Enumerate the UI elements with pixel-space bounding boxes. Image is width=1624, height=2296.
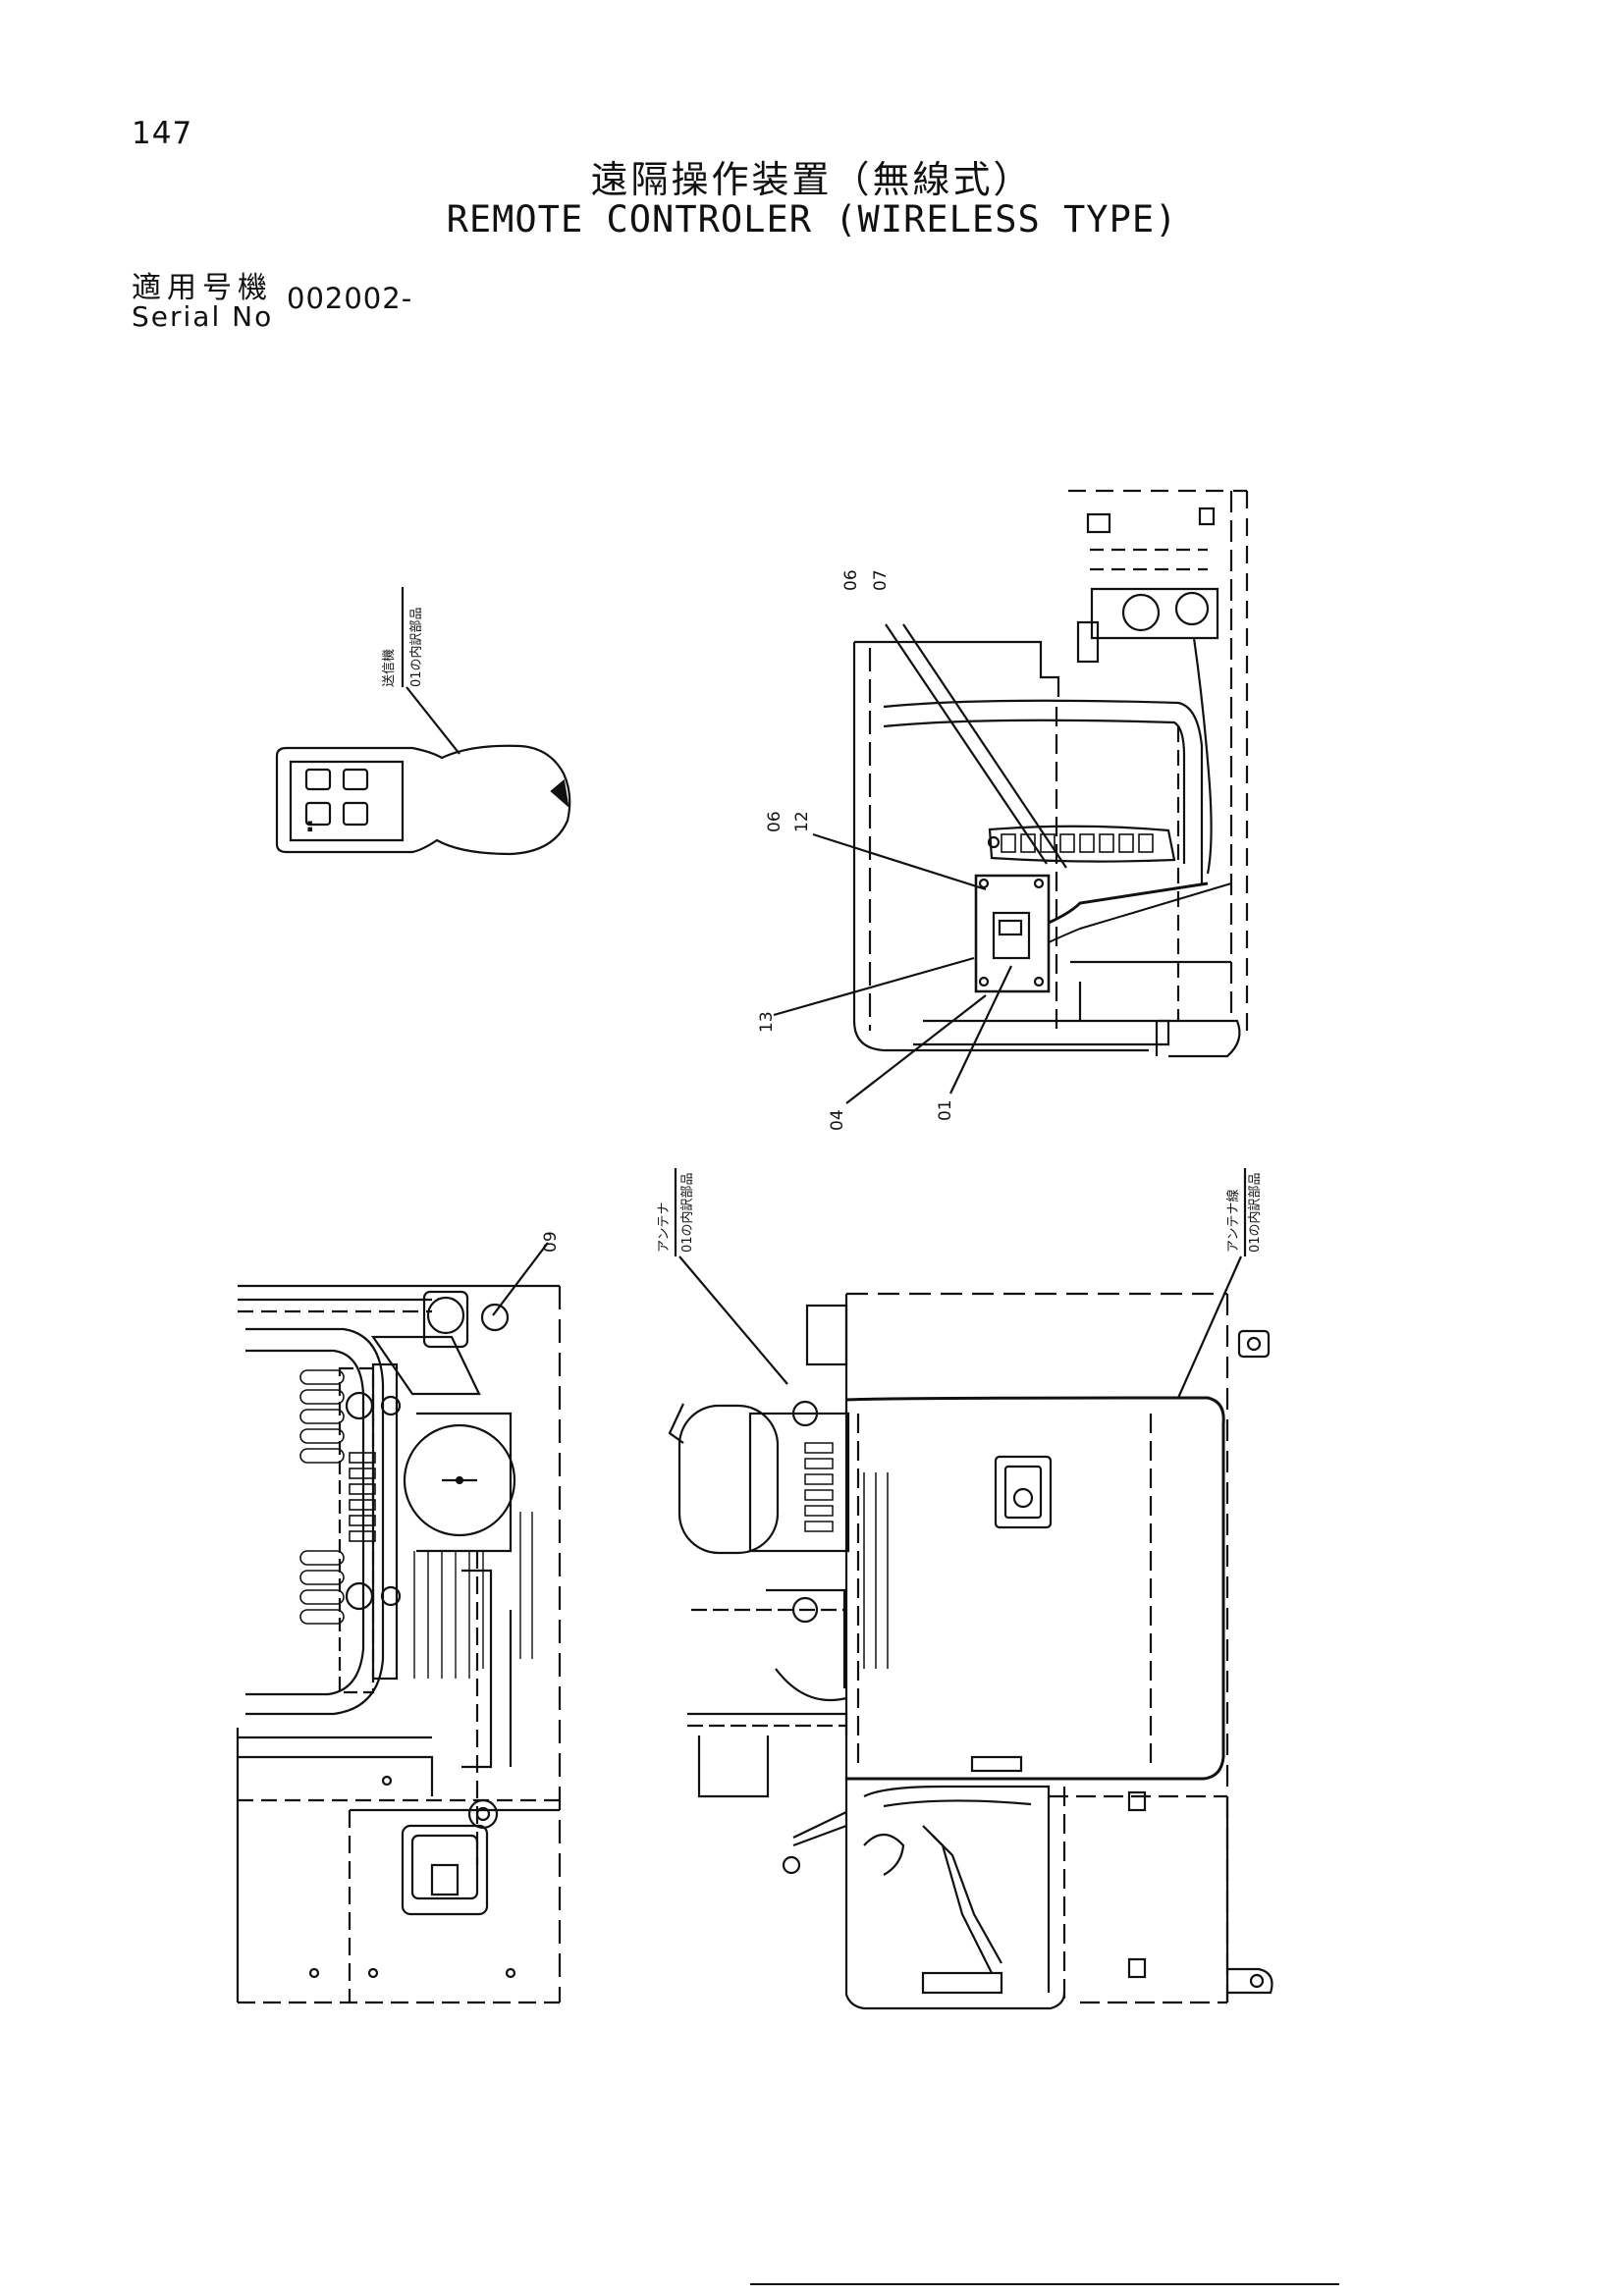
transmitter-button xyxy=(342,768,369,791)
antenna-cable-callout-label: アンテナ線 xyxy=(1225,1190,1241,1253)
page-title-japanese: 遠隔操作装置（無線式） xyxy=(590,158,1034,201)
engine-top-view xyxy=(668,1292,1273,2010)
upper-leader-lines xyxy=(773,623,1067,1104)
part-number-06-top: 06 xyxy=(841,569,861,591)
part-number-07: 07 xyxy=(871,569,891,591)
cab-panel-view xyxy=(852,489,1249,1058)
antenna-callout-sub: 01の内訳部品 xyxy=(679,1172,695,1253)
transmitter-callout-label: 送信機 xyxy=(382,649,397,687)
engine-side-view xyxy=(236,1284,562,2004)
part-number-12: 12 xyxy=(792,811,812,832)
serial-label-english: Serial No xyxy=(132,300,274,333)
svg-text:▪▪: ▪▪ xyxy=(305,821,315,832)
antenna-callout-label: アンテナ xyxy=(657,1202,672,1253)
serial-label-japanese: 適用号機 xyxy=(132,271,273,305)
part-number-06-mid: 06 xyxy=(765,811,785,832)
page-number: 147 xyxy=(132,116,193,151)
antenna-cable-callout-sub: 01の内訳部品 xyxy=(1247,1172,1263,1253)
part-number-04: 04 xyxy=(828,1109,847,1131)
page-title-english: REMOTE CONTROLER (WIRELESS TYPE) xyxy=(446,198,1178,240)
transmitter-drawing: ▪▪ xyxy=(275,744,571,856)
antenna-leaders xyxy=(674,1168,1247,1399)
serial-number-value: 002002- xyxy=(287,282,413,315)
transmitter-callout xyxy=(401,587,460,755)
part-number-01: 01 xyxy=(936,1099,955,1121)
leader-09 xyxy=(492,1242,549,1316)
part-number-09: 09 xyxy=(541,1231,561,1253)
transmitter-callout-sub: 01の内訳部品 xyxy=(408,607,424,687)
footer-rule xyxy=(750,2283,1339,2285)
part-number-13: 13 xyxy=(757,1011,777,1033)
